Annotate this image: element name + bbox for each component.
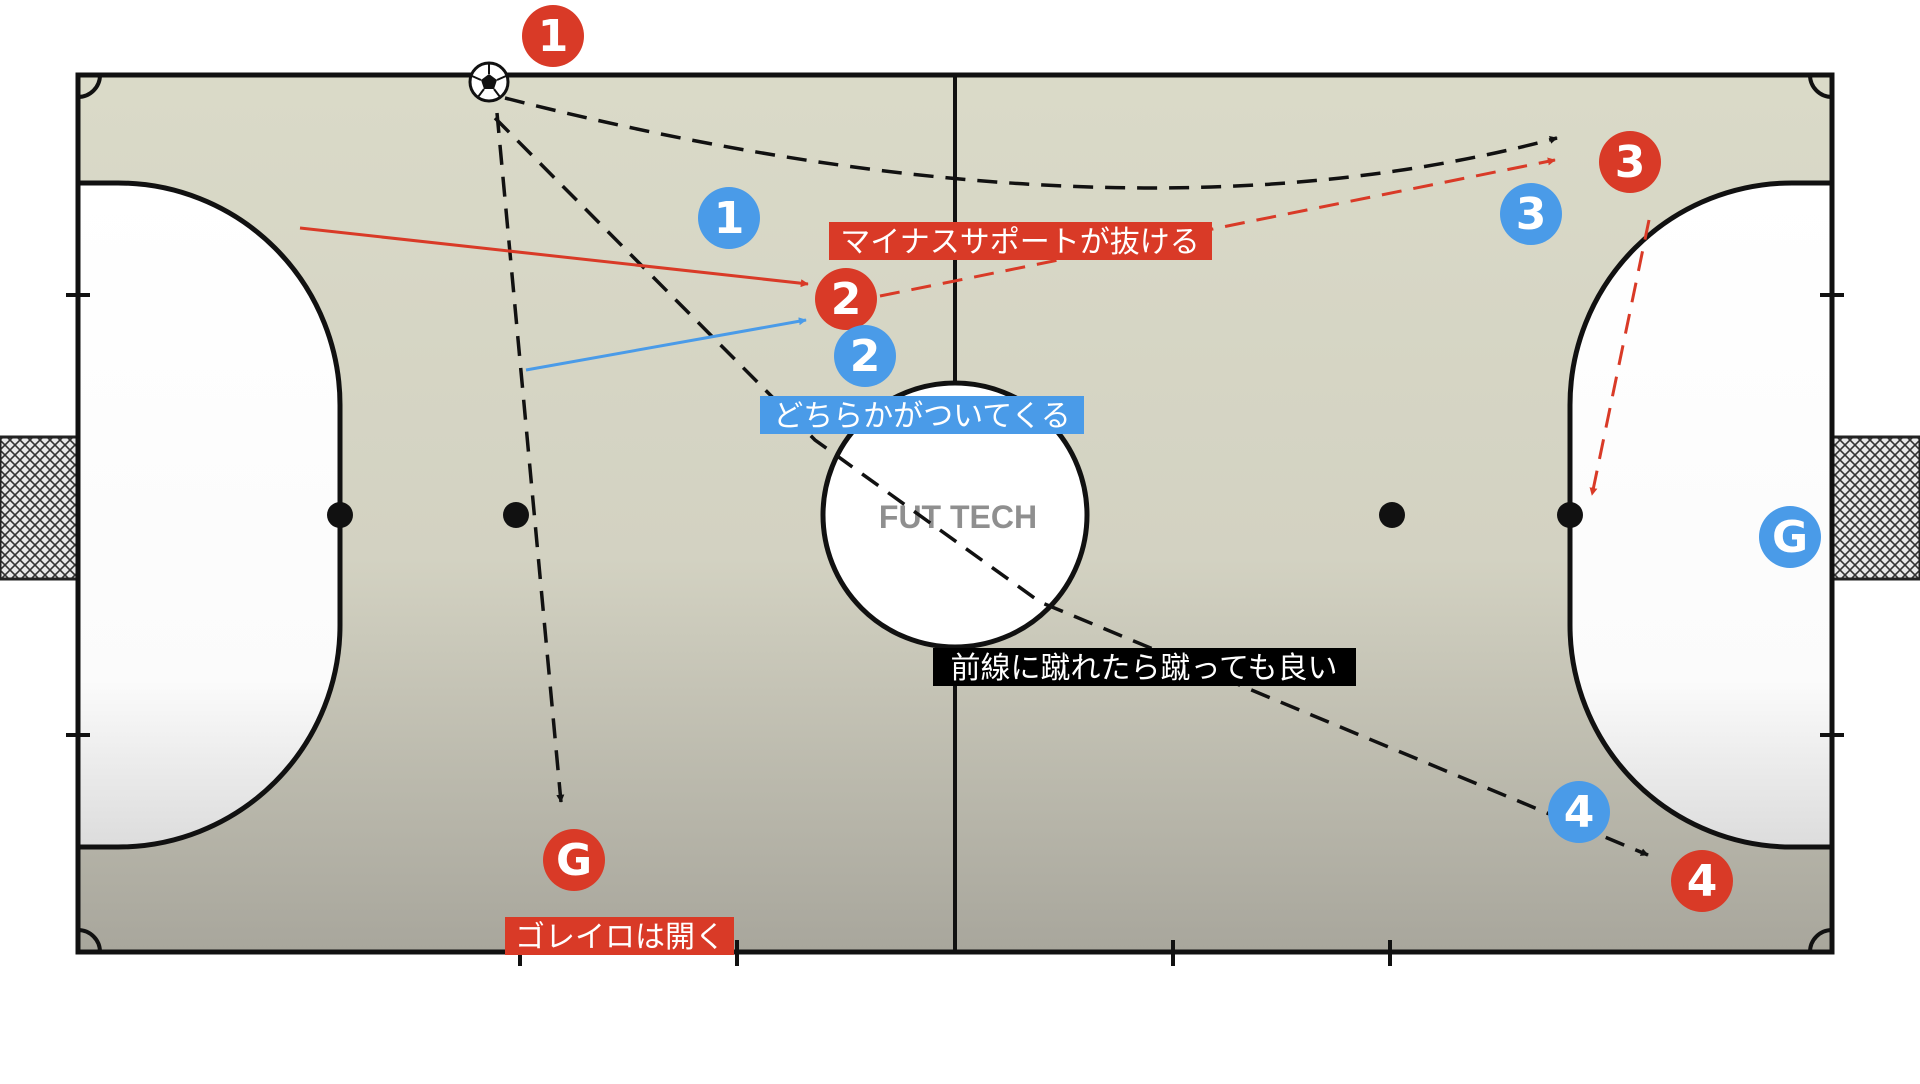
player-number: G [1772, 512, 1808, 563]
player-marker [698, 187, 760, 249]
player-number: 3 [1615, 137, 1646, 188]
soccer-ball-icon [468, 61, 510, 103]
player-number: 4 [1687, 856, 1718, 907]
player-marker [1759, 506, 1821, 568]
label-marker-follows: どちらかがついてくる [760, 396, 1084, 434]
blue-player-2: 2 [834, 325, 896, 387]
corner-arc [1808, 74, 1833, 99]
svg-text:前線に蹴れたら蹴っても良い: 前線に蹴れたら蹴っても良い [951, 651, 1338, 686]
corner-arc [77, 928, 102, 953]
blue-player-3: 3 [1500, 183, 1562, 245]
player-number: 3 [1516, 189, 1547, 240]
red-player-2: 2 [815, 268, 877, 330]
blue-player-4: 4 [1548, 781, 1610, 843]
boundary-ticks [66, 293, 1844, 966]
label-kick-forward: 前線に蹴れたら蹴っても良い [933, 648, 1356, 686]
player-marker [1599, 131, 1661, 193]
svg-text:マイナスサポートが抜ける: マイナスサポートが抜ける [840, 225, 1199, 260]
red-player-3: 3 [1599, 131, 1661, 193]
blue-run-arrow-2 [525, 317, 807, 372]
player-number: 1 [714, 193, 745, 244]
player-marker [1500, 183, 1562, 245]
red-player-4: 4 [1671, 850, 1733, 912]
penalty-mark [1557, 502, 1583, 528]
center-circle [820, 380, 1090, 650]
player-marker [543, 829, 605, 891]
blue-team: 1 2 3 4 G [698, 183, 1821, 843]
red-run-arrow-3 [1589, 219, 1651, 496]
player-marker [1548, 781, 1610, 843]
player-marker [834, 325, 896, 387]
corner-arc [1808, 928, 1833, 953]
player-number: 2 [850, 331, 881, 382]
label-minus-support: マイナスサポートが抜ける [829, 222, 1212, 260]
svg-text:ゴレイロは開く: ゴレイロは開く [515, 920, 725, 955]
red-run-arrow-2-to-3 [879, 157, 1556, 298]
red-goalkeeper: G [543, 829, 605, 891]
red-player-1: 1 [522, 5, 584, 67]
label-keeper-opens: ゴレイロは開く [505, 917, 734, 955]
player-number: 4 [1564, 787, 1595, 838]
right-goal-net [1830, 435, 1920, 581]
left-penalty-area [75, 180, 343, 850]
blue-goalkeeper: G [1759, 506, 1821, 568]
red-run-arrow-2 [299, 226, 809, 288]
penalty-mark [327, 502, 353, 528]
watermark: FUT TECH [879, 499, 1037, 535]
player-number: 1 [538, 11, 569, 62]
player-marker [815, 268, 877, 330]
pass-line-to-keeper [495, 112, 565, 803]
blue-player-1: 1 [698, 187, 760, 249]
left-goal-net [0, 435, 80, 581]
player-number: 2 [831, 274, 862, 325]
svg-text:どちらかがついてくる: どちらかがついてくる [773, 399, 1071, 434]
second-penalty-mark [503, 502, 529, 528]
player-marker [522, 5, 584, 67]
player-marker [1671, 850, 1733, 912]
second-penalty-mark [1379, 502, 1405, 528]
right-penalty-area [1567, 180, 1835, 850]
player-number: G [556, 835, 592, 886]
pass-line-to-player-4 [493, 116, 1649, 857]
pass-line-to-player-3 [504, 96, 1558, 190]
corner-arc [77, 74, 102, 99]
